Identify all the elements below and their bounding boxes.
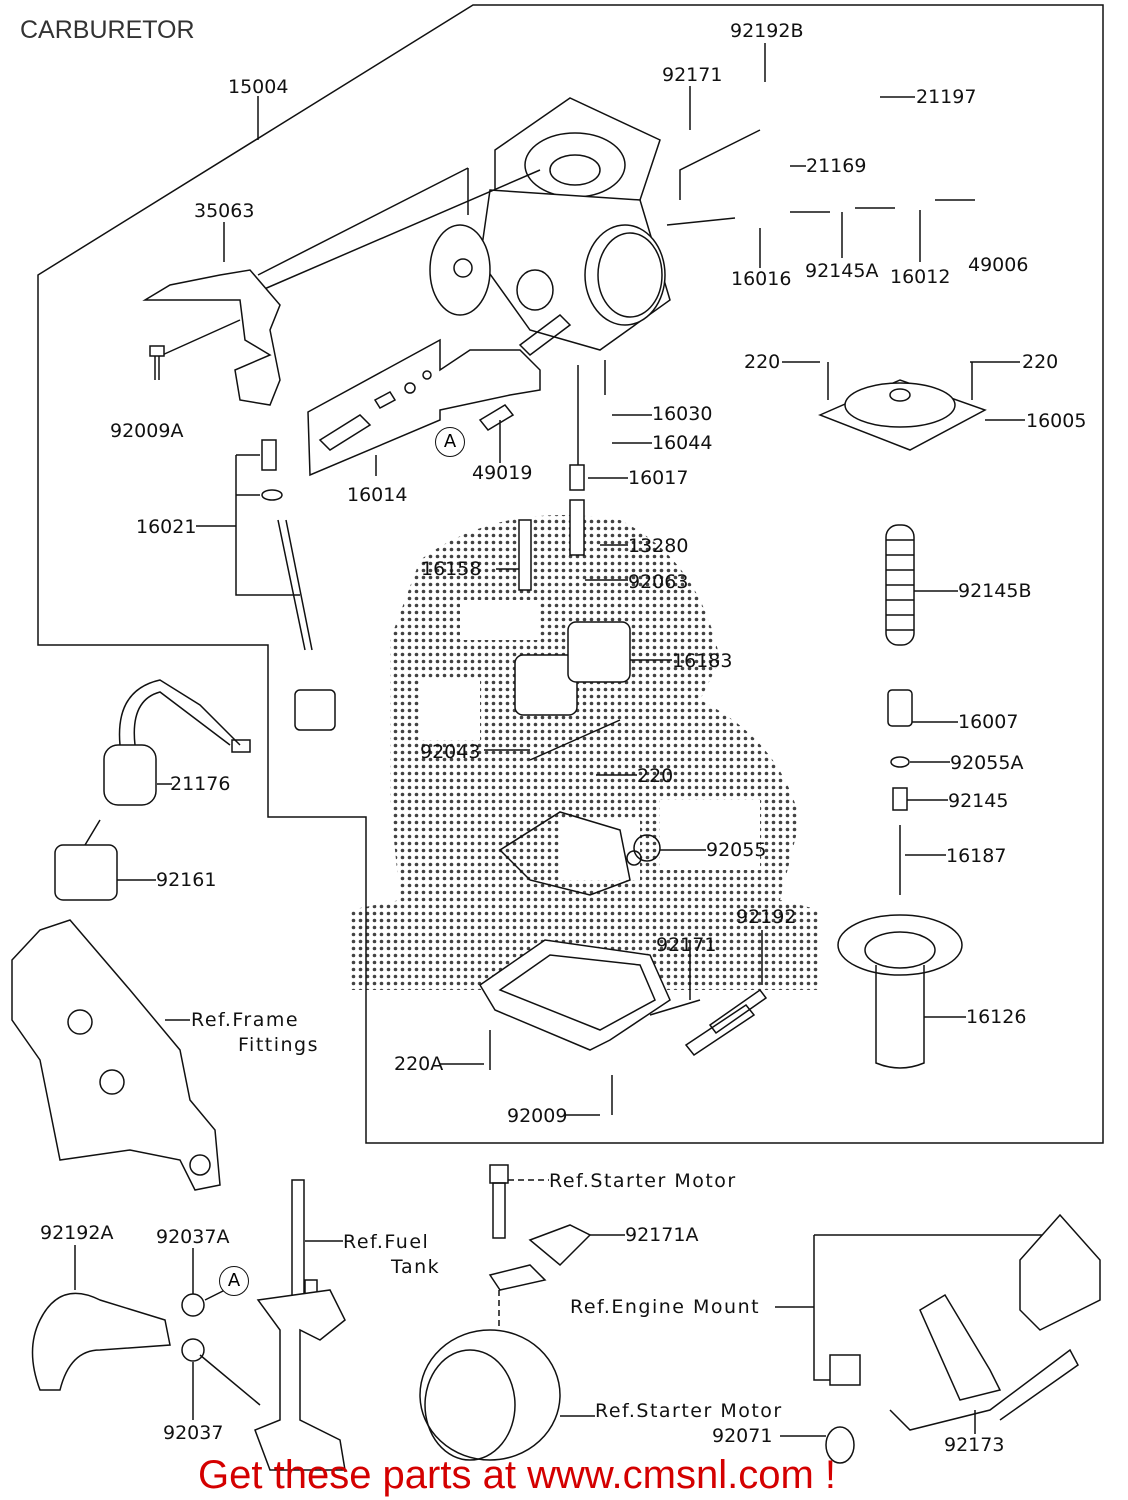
part-label[interactable]: 16158	[421, 558, 482, 580]
rod-16021	[261, 439, 336, 731]
reference-marker-a: A	[435, 427, 465, 457]
part-label[interactable]: 16044	[652, 432, 713, 454]
part-label[interactable]: 16017	[628, 467, 689, 489]
reference-label: Fittings	[238, 1034, 320, 1056]
part-label[interactable]: 92055A	[950, 752, 1024, 774]
part-label[interactable]: 13280	[628, 535, 689, 557]
bolt-ref-starter	[488, 1164, 625, 1330]
reference-label: Ref.Fuel	[343, 1231, 430, 1253]
part-label[interactable]: 16183	[672, 650, 733, 672]
part-label[interactable]: 220	[637, 765, 674, 787]
piston-16126	[837, 914, 966, 1069]
part-label[interactable]: 92192A	[40, 1222, 114, 1244]
part-label[interactable]: 220	[744, 351, 781, 373]
needle-parts	[887, 689, 958, 895]
wire-21176	[103, 679, 251, 806]
reference-label: Ref.Starter Motor	[549, 1170, 737, 1192]
reference-marker-a: A	[219, 1266, 249, 1296]
part-label[interactable]: 220	[1022, 351, 1059, 373]
part-label[interactable]: 92037A	[156, 1226, 230, 1248]
part-label[interactable]: 92192B	[730, 20, 804, 42]
part-label[interactable]: 92173	[944, 1434, 1005, 1456]
part-label[interactable]: 21197	[916, 86, 977, 108]
part-label[interactable]: 16126	[966, 1006, 1027, 1028]
frame-fittings	[11, 919, 221, 1191]
part-label[interactable]: 16012	[890, 266, 951, 288]
part-label[interactable]: 92171A	[625, 1224, 699, 1246]
part-label[interactable]: 92071	[712, 1425, 773, 1447]
part-label[interactable]: 49006	[968, 254, 1029, 276]
part-label[interactable]: 16014	[347, 484, 408, 506]
bracket-35063	[142, 269, 281, 406]
screw-92009A	[149, 345, 165, 380]
part-label[interactable]: 92055	[706, 839, 767, 861]
part-label[interactable]: 92037	[163, 1422, 224, 1444]
part-label[interactable]: 16030	[652, 403, 713, 425]
part-label[interactable]: 16007	[958, 711, 1019, 733]
part-label[interactable]: 92043	[420, 741, 481, 763]
hose-92192A	[31, 1245, 171, 1391]
carburetor-body	[429, 97, 671, 356]
reference-label: Ref.Starter Motor	[595, 1400, 783, 1422]
starter-cover	[419, 1329, 595, 1461]
part-label[interactable]: 92192	[736, 906, 797, 928]
fuel-cock	[254, 1179, 346, 1471]
diaphragm-cover-16005	[818, 379, 987, 451]
float-bowl	[478, 939, 671, 1051]
gasket-92055	[498, 811, 661, 896]
part-label[interactable]: 92145B	[958, 580, 1032, 602]
part-label[interactable]: 92009A	[110, 420, 184, 442]
part-label[interactable]: 16005	[1026, 410, 1087, 432]
part-label[interactable]: 92063	[628, 571, 689, 593]
part-label[interactable]: 21176	[170, 773, 231, 795]
part-label[interactable]: 49019	[472, 462, 533, 484]
part-label[interactable]: 92145	[948, 790, 1009, 812]
watermark	[350, 515, 820, 990]
part-label[interactable]: 35063	[194, 200, 255, 222]
part-label[interactable]: 92171	[662, 64, 723, 86]
part-label[interactable]: 16016	[731, 268, 792, 290]
part-label[interactable]: 92171	[656, 934, 717, 956]
footer-promo-link[interactable]: Get these parts at www.cmsnl.com !	[198, 1453, 836, 1497]
reference-label: Tank	[391, 1256, 441, 1278]
reference-label: Ref.Frame	[191, 1009, 300, 1031]
spring-92145B	[885, 524, 958, 646]
reference-label: Ref.Engine Mount	[570, 1296, 761, 1318]
part-label[interactable]: 220A	[394, 1053, 444, 1075]
part-label[interactable]: 15004	[228, 76, 289, 98]
page-title: CARBURETOR	[20, 16, 195, 44]
part-label[interactable]: 16187	[946, 845, 1007, 867]
part-label[interactable]: 21169	[806, 155, 867, 177]
clamps	[181, 1248, 261, 1420]
part-label[interactable]: 16021	[136, 516, 197, 538]
float-16183	[514, 621, 631, 761]
coupler-92161	[54, 819, 156, 901]
part-label[interactable]: 92009	[507, 1105, 568, 1127]
engine-mount	[775, 1213, 1101, 1464]
part-label[interactable]: 92145A	[805, 260, 879, 282]
part-label[interactable]: 92161	[156, 869, 217, 891]
assembly-frame	[37, 4, 1104, 1144]
